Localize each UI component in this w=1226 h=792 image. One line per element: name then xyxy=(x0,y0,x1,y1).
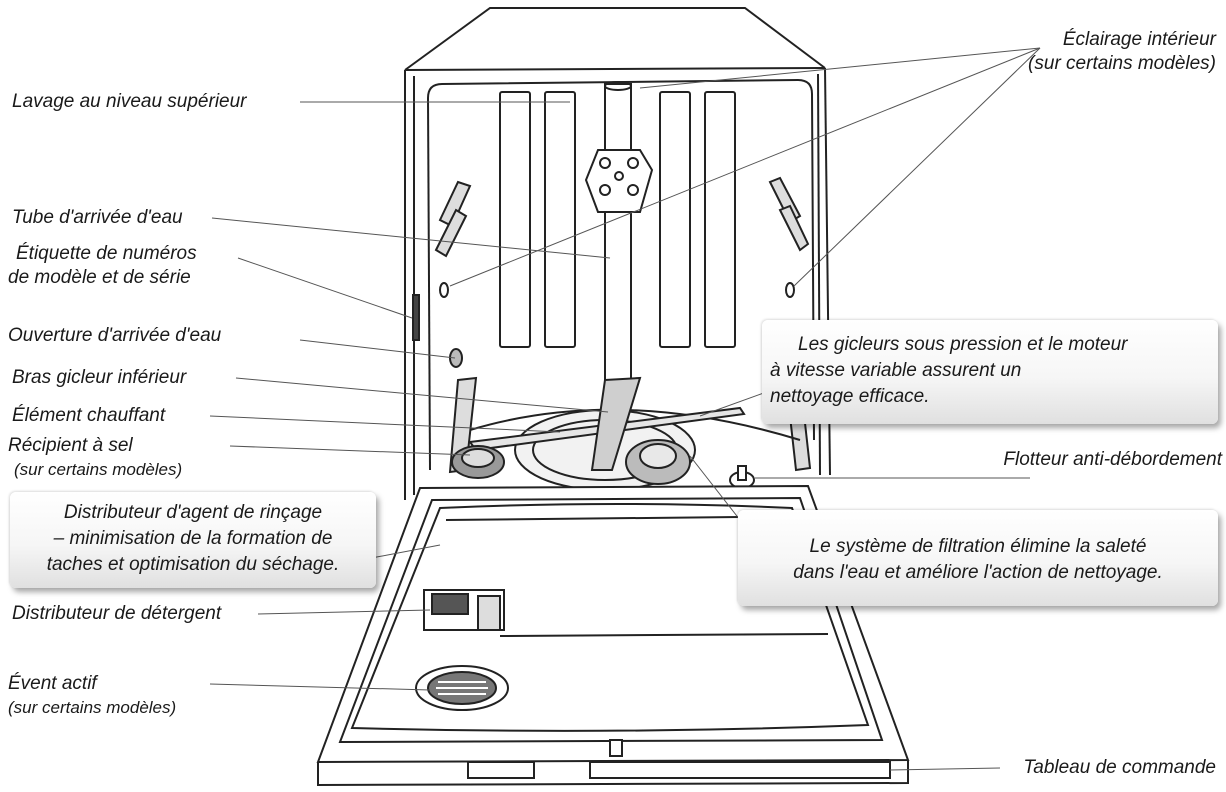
callout-jets-line3: nettoyage efficace. xyxy=(770,386,930,407)
label-salt-line2: (sur certains modèles) xyxy=(14,460,183,479)
callout-rinse-line1: Distributeur d'agent de rinçage xyxy=(63,502,323,523)
label-model-serial: Étiquette de numéros de modèle et de sér… xyxy=(8,242,197,290)
callout-pressure-jets: Les gicleurs sous pression et le moteur … xyxy=(762,320,1218,424)
callout-filter-line2: dans l'eau et améliore l'action de netto… xyxy=(793,562,1163,583)
label-interior-lighting: Éclairage intérieur (sur certains modèle… xyxy=(1028,28,1216,76)
callout-rinse-line3: taches et optimisation du séchage. xyxy=(46,554,340,575)
callout-jets-line2: à vitesse variable assurent un xyxy=(770,360,1022,381)
light-lens-right xyxy=(785,282,795,298)
label-water-tube: Tube d'arrivée d'eau xyxy=(12,207,183,228)
cabinet-outline xyxy=(404,7,831,500)
callout-filter-line1: Le système de filtration élimine la sale… xyxy=(809,536,1147,557)
label-lighting-line1: Éclairage intérieur xyxy=(1062,29,1216,50)
callout-rinse-aid: Distributeur d'agent de rinçage – minimi… xyxy=(10,492,376,588)
label-overflow-float: Flotteur anti-débordement xyxy=(1003,449,1222,470)
lower-spray-arm xyxy=(468,376,746,471)
upper-wash-hub xyxy=(584,149,654,213)
water-tube xyxy=(604,81,632,385)
light-lens-left xyxy=(439,282,449,298)
label-model-serial-line2: de modèle et de série xyxy=(8,267,191,288)
tub-back-wall xyxy=(427,78,815,471)
active-vent xyxy=(415,665,509,711)
label-control-panel: Tableau de commande xyxy=(1023,757,1216,778)
label-detergent: Distributeur de détergent xyxy=(12,603,222,624)
filter-assembly xyxy=(625,439,691,485)
model-label-sticker xyxy=(412,294,420,341)
callout-filtration: Le système de filtration élimine la sale… xyxy=(738,510,1218,606)
label-upper-wash: Lavage au niveau supérieur xyxy=(12,91,247,112)
water-inlet-opening xyxy=(449,348,463,368)
salt-container xyxy=(451,445,505,479)
label-heating-element: Élément chauffant xyxy=(12,405,166,426)
label-vent-line1: Évent actif xyxy=(8,673,97,694)
label-model-serial-line1: Étiquette de numéros xyxy=(16,243,197,264)
overflow-float xyxy=(729,465,755,489)
label-salt-container: Récipient à sel (sur certains modèles) xyxy=(8,434,182,482)
label-water-inlet: Ouverture d'arrivée d'eau xyxy=(8,325,222,346)
label-vent-line2: (sur certains modèles) xyxy=(8,698,177,717)
label-lighting-line2: (sur certains modèles) xyxy=(1028,53,1216,74)
detergent-dispenser xyxy=(423,589,505,631)
label-lower-arm: Bras gicleur inférieur xyxy=(12,367,187,388)
label-salt-line1: Récipient à sel xyxy=(8,435,133,456)
callout-rinse-line2: – minimisation de la formation de xyxy=(53,528,333,549)
label-vent: Évent actif (sur certains modèles) xyxy=(8,672,176,720)
leader-lines xyxy=(209,47,1041,771)
callout-jets-line1: Les gicleurs sous pression et le moteur xyxy=(798,334,1128,355)
